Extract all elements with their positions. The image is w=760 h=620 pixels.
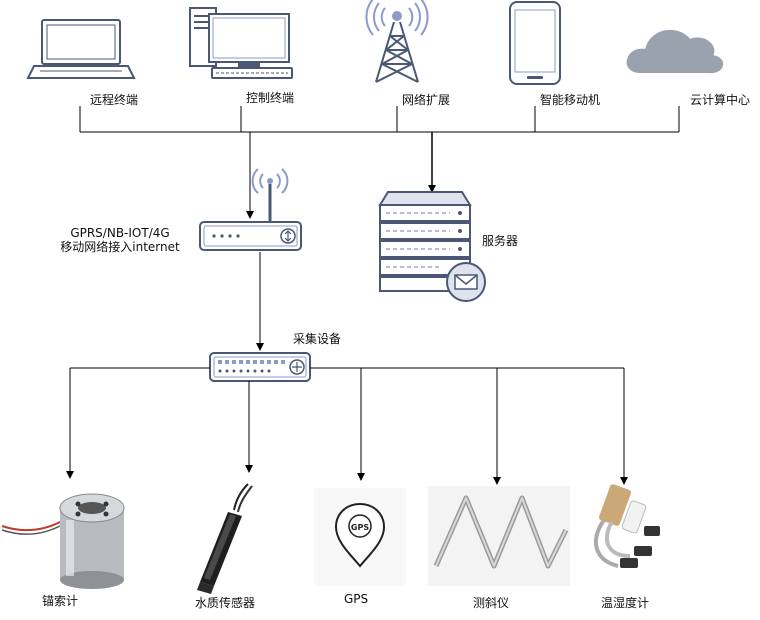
server-label: 服务器 (482, 234, 519, 248)
water-quality-sensor-image (197, 483, 253, 594)
anchor-meter-image (1, 493, 125, 589)
top-bus (79, 106, 680, 133)
gateway-label-line1: GPRS/NB-IOT/4G (70, 226, 170, 240)
antenna-tower-icon (365, 0, 429, 83)
router-icon (199, 168, 302, 251)
inclinometer-image (428, 486, 570, 586)
control-terminal-label: 控制终端 (246, 91, 295, 105)
inclinometer-label: 测斜仪 (473, 596, 510, 610)
gateway-label-line2: 移动网络接入internet (60, 240, 180, 254)
collector-label: 采集设备 (293, 332, 342, 346)
gps-pin-image: GPS (314, 488, 406, 586)
smartphone-icon (509, 1, 561, 85)
collector-device-icon (209, 352, 311, 382)
gps-pin-label: GPS (351, 523, 369, 532)
water-quality-sensor-label: 水质传感器 (195, 596, 256, 610)
gps-label: GPS (344, 592, 369, 606)
thermo-hygrometer-image (594, 484, 660, 568)
server-icon (378, 191, 486, 302)
cloud-icon (626, 30, 723, 74)
remote-terminal-label: 远程终端 (90, 93, 139, 107)
laptop-icon (26, 19, 136, 79)
network-extension-label: 网络扩展 (402, 93, 451, 107)
desktop-computer-icon (189, 7, 293, 79)
thermo-hygrometer-label: 温湿度计 (601, 596, 650, 610)
cloud-center-label: 云计算中心 (690, 93, 751, 107)
anchor-meter-label: 锚索计 (42, 594, 79, 608)
smartphone-label: 智能移动机 (540, 93, 601, 107)
